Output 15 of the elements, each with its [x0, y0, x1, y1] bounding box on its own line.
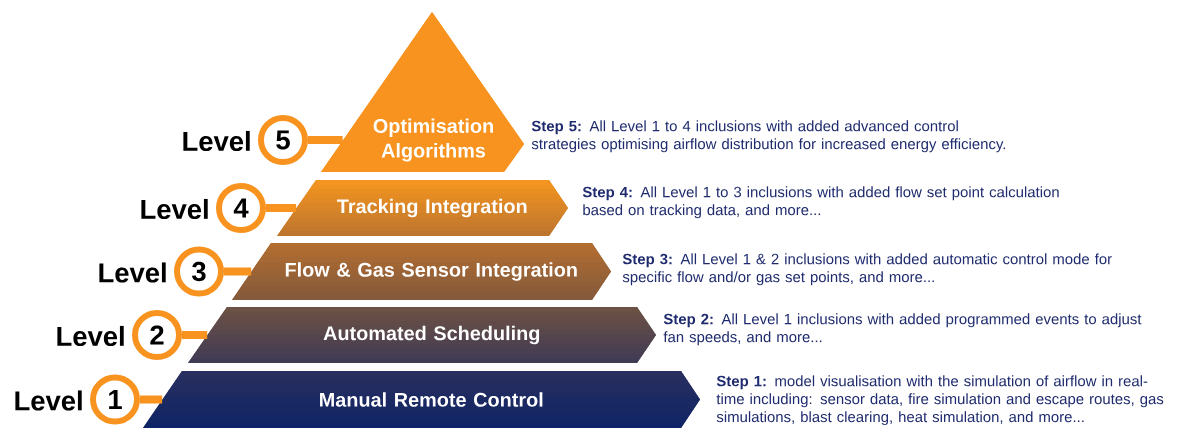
level-label: Level [141, 198, 208, 220]
step-description: Step 3: All Level 1 & 2 inclusions with added automatic control mode for specific flow and/or gas set points, and more... [622, 253, 1112, 286]
pyramid-band: Manual Remote Control [143, 371, 700, 428]
level-label: Level [15, 390, 82, 411]
level-label: Level [57, 325, 124, 347]
step-description: Step 2: All Level 1 inclusions with added programmed events to adjust fan speeds, and more... [663, 313, 1142, 346]
step-description: Step 5: All Level 1 to 4 inclusions with added advanced control strategies optimising airflow distribution for increased energy efficiency. [531, 120, 1006, 153]
step-description: Step 4: All Level 1 to 3 inclusions with added flow set point calculation based on tracking data, and more... [582, 186, 1059, 219]
pyramid-band: Automated Scheduling [188, 307, 656, 363]
pyramid-band: Flow & Gas Sensor Integration [232, 243, 611, 300]
level-label: Level [99, 262, 166, 283]
pyramid-band: Optimisation Algorithms [321, 12, 524, 172]
step-description: Step 1: model visualisation with the simulation of airflow in real-time including: sensor data, fire simulation and escape routes, gas simulations, blast clearing, heat simulation, and more... [716, 375, 1164, 426]
pyramid-band: Tracking Integration [277, 180, 568, 236]
level-label: Level [183, 130, 250, 152]
